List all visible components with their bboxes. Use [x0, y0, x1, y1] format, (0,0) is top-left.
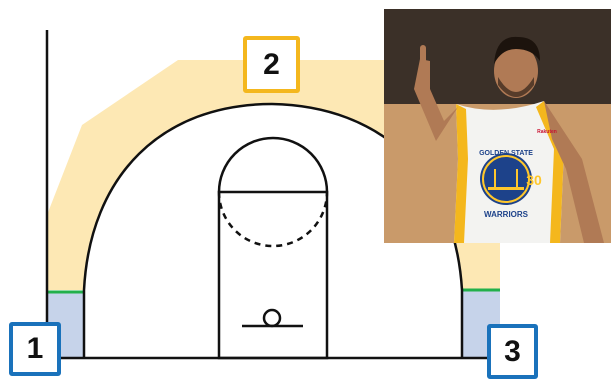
- free-throw-circle-top: [219, 138, 327, 192]
- warriors-logo: [480, 153, 532, 205]
- zone-2-label: 2: [243, 36, 300, 93]
- raised-finger: [420, 45, 426, 65]
- zone-1-label: 1: [9, 322, 61, 376]
- rim: [264, 310, 280, 326]
- jersey-team-text: GOLDEN STATE: [479, 150, 533, 157]
- player-photo: GOLDEN STATE WARRIORS 30 Rakuten: [384, 9, 611, 243]
- jersey-number-text: 30: [526, 172, 542, 188]
- free-throw-circle-bottom: [219, 192, 327, 246]
- zone-3-label: 3: [487, 324, 538, 379]
- jersey-name-text: WARRIORS: [484, 210, 529, 219]
- paint-lane: [219, 192, 327, 358]
- jersey-patch-text: Rakuten: [537, 129, 557, 135]
